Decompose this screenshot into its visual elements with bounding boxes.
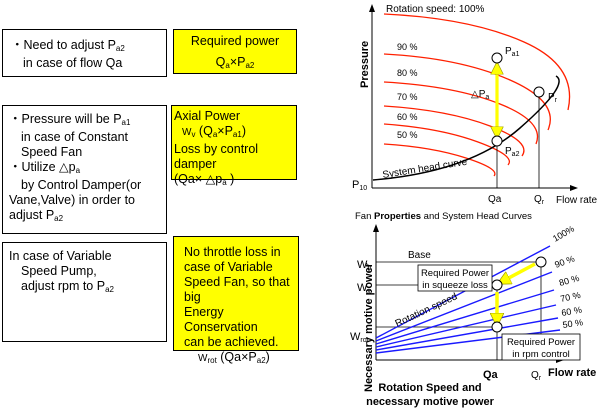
bottom-y-label: Necessary motive power (363, 262, 375, 392)
label-qa: Qa (488, 194, 502, 205)
speed-line-100 (375, 245, 551, 339)
note-text: ・Pressure will be P (9, 112, 122, 126)
curve-label-50: 50 % (397, 130, 418, 140)
note-box-variable-speed: In case of Variable Speed Pump, adjust r… (2, 242, 167, 342)
speed-label-100: 100% (551, 224, 576, 244)
bottom-y-arrow (373, 224, 379, 232)
axial-power-formula: Wv (Qa×Pa1) (182, 124, 246, 139)
note-text: ・Need to adjust P (11, 38, 116, 52)
label-wv: Wv (357, 282, 371, 295)
damper-loss-formula: (Qa× △pa ) (174, 172, 235, 187)
note-text: Vane,Valve) in order to (9, 193, 135, 207)
squeeze-label: Required Power (421, 268, 489, 279)
curve-label-70: 70 % (397, 92, 418, 102)
fan-curve-50 (383, 143, 496, 177)
squeeze-label: in squeeze loss (422, 280, 488, 291)
top-chart: Rotation speed: 100% 90 % 80 % 70 % 60 %… (352, 4, 598, 222)
top-chart-caption: Fan Properties and System Head Curves (355, 211, 532, 222)
system-head-curve (372, 75, 560, 181)
speed-label-60: 60 % (561, 305, 583, 318)
system-curve-label: System head curve (382, 157, 469, 181)
bottom-x-label: Flow rate (548, 367, 596, 379)
point-pa2 (491, 135, 503, 147)
fan-curve-100 (383, 13, 571, 111)
label-wb: Wb (357, 259, 371, 272)
rpm-label: Required Power (507, 337, 575, 348)
speed-label-80: 80 % (558, 273, 580, 288)
damper-loss-title: Loss by control damper (174, 142, 259, 171)
note-text: Speed Fan (21, 145, 83, 159)
label-p10: P10 (352, 179, 367, 192)
speed-line-90 (375, 271, 553, 342)
bottom-label-qa: Qa (483, 369, 499, 381)
rpm-label: in rpm control (512, 349, 570, 360)
required-power-title: Required power (190, 34, 280, 48)
rot-power-formula: Wrot (Qa×Pa2) (198, 350, 270, 365)
top-x-arrow (570, 185, 578, 191)
note-text: can be achieved. (184, 335, 279, 349)
rpm-label-box (501, 333, 581, 361)
note-box-adjust: ・Need to adjust Pa2 in case of flow Qa (2, 29, 167, 77)
required-power-box: Required power Qa×Pa2 (173, 29, 297, 74)
axial-power-title: Axial Power (174, 109, 240, 123)
point-base (535, 256, 547, 268)
rotation-speed-label: Rotation speed (394, 291, 460, 329)
speed-label-50: 50 % (562, 317, 584, 330)
speed-line-70 (375, 304, 557, 348)
curve-label-80: 80 % (397, 68, 418, 78)
point-wv (491, 279, 503, 291)
squeeze-arrow (503, 262, 536, 281)
fan-curve-70 (383, 105, 525, 157)
note-text: Energy Conservation (184, 305, 258, 334)
speed-label-90: 90 % (553, 253, 576, 269)
speed-label-70: 70 % (559, 290, 581, 304)
variable-speed-box: No throttle loss in case of Variable Spe… (173, 236, 299, 365)
bottom-chart-caption: Rotation Speed and (378, 382, 481, 394)
bottom-label-qr: Qr (531, 370, 542, 382)
required-power-formula: Qa×Pa2 (215, 55, 255, 70)
note-text: Speed Fan, so that big (184, 275, 290, 304)
label-pa2: Pa2 (505, 146, 520, 158)
fan-curve-90 (383, 53, 551, 131)
label-wrot: Wrot (350, 331, 369, 344)
note-text: ・Utilize △p (9, 160, 76, 174)
point-wrot (491, 321, 503, 333)
point-pa1 (491, 52, 503, 64)
fan-curve-60 (383, 123, 510, 166)
curve-label-100: Rotation speed: 100% (386, 4, 485, 15)
label-pa1: Pa1 (505, 46, 520, 58)
label-qr: Qr (534, 194, 545, 206)
top-y-label: Pressure (359, 41, 371, 88)
curve-label-60: 60 % (397, 112, 418, 122)
curve-label-90: 90 % (397, 42, 418, 52)
label-pr: Pr (548, 92, 558, 104)
note-text: in case of Constant (21, 130, 129, 144)
squeeze-label-box (417, 264, 493, 292)
note-text: in case of flow Qa (23, 56, 123, 70)
note-box-constant-speed: ・Pressure will be Pa1 in case of Constan… (2, 105, 167, 234)
axial-power-box: Axial Power Wv (Qa×Pa1) Loss by control … (171, 105, 297, 187)
label-delta-pa: △Pa (471, 89, 489, 101)
note-text: No throttle loss in (184, 245, 281, 259)
bottom-chart: Required Power in squeeze loss Required … (350, 224, 596, 408)
note-text: case of Variable (184, 260, 273, 274)
note-text: adjust P (9, 208, 55, 222)
note-text: In case of Variable (9, 249, 112, 263)
note-text: adjust rpm to P (21, 279, 106, 293)
note-text: Speed Pump, (21, 264, 97, 278)
bottom-chart-caption: necessary motive power (366, 396, 495, 408)
point-pr (533, 86, 545, 98)
speed-line-80 (375, 289, 555, 345)
top-x-label: Flow rate (556, 195, 598, 206)
top-y-arrow (369, 4, 375, 12)
speed-line-60 (375, 317, 559, 351)
base-label: Base (408, 250, 431, 261)
note-text: by Control Damper(or (21, 178, 142, 192)
